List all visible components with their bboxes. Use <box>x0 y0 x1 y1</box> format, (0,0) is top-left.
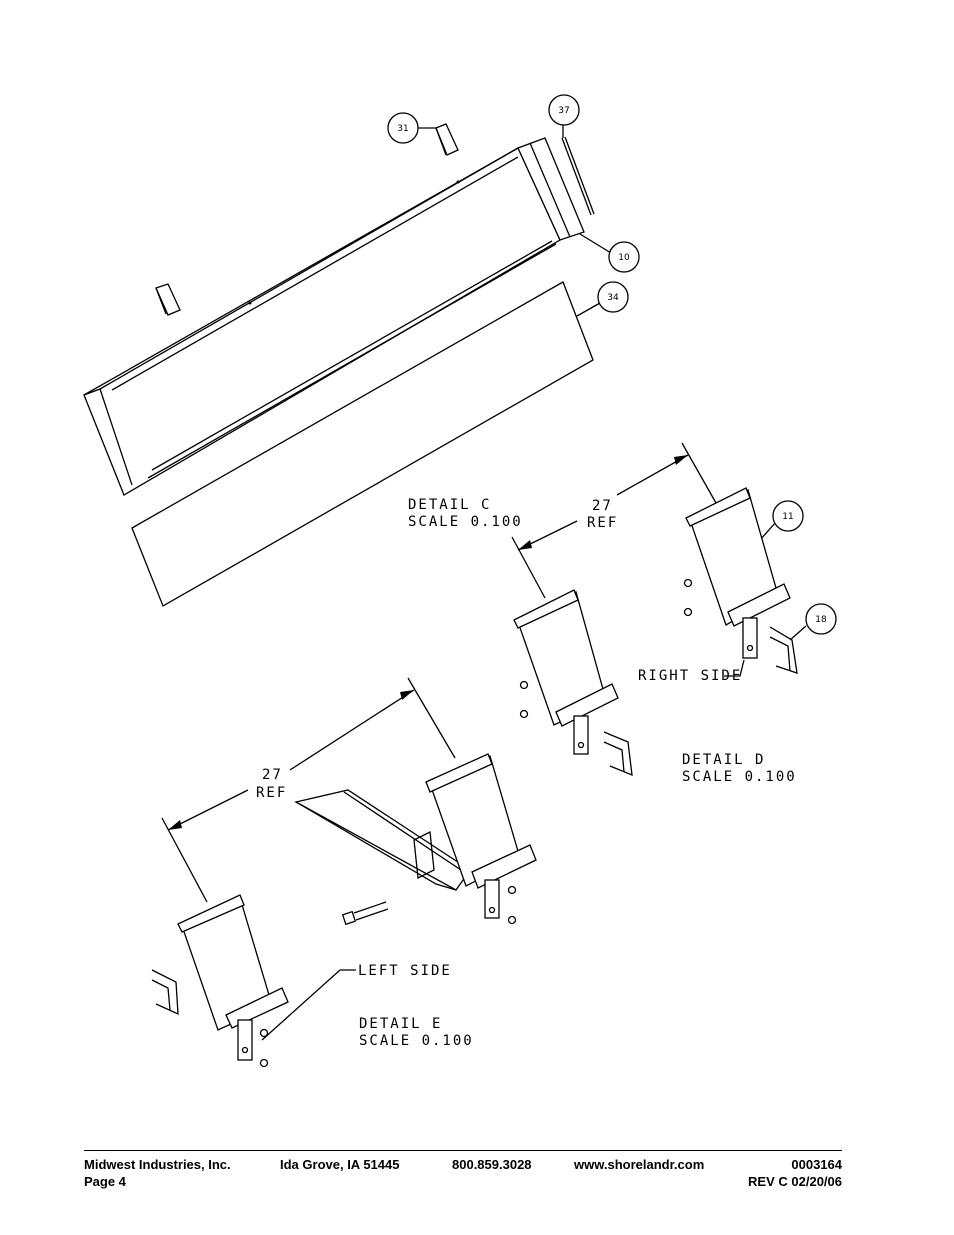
svg-text:SCALE 0.100: SCALE 0.100 <box>682 769 797 785</box>
svg-text:LEFT SIDE: LEFT SIDE <box>358 963 452 979</box>
page-footer: Midwest Industries, Inc. Ida Grove, IA 5… <box>84 1150 842 1193</box>
detail-c-label: DETAIL C SCALE 0.100 <box>408 497 523 530</box>
part-11-bracket <box>683 487 791 659</box>
detail-e-lower-bracket <box>151 894 289 1068</box>
right-side-label: RIGHT SIDE <box>638 659 745 684</box>
dimension-left: 27 REF <box>161 677 456 903</box>
detail-e-label: DETAIL E SCALE 0.100 <box>359 1016 474 1049</box>
balloon-31: 31 <box>387 112 436 144</box>
footer-location: Ida Grove, IA 51445 <box>280 1157 400 1172</box>
svg-text:11: 11 <box>782 512 793 522</box>
bunk-end-clip <box>155 283 181 316</box>
part-37-rod <box>561 136 595 216</box>
svg-text:DETAIL C: DETAIL C <box>408 497 491 513</box>
svg-text:31: 31 <box>397 124 408 134</box>
svg-text:34: 34 <box>607 293 619 303</box>
svg-text:DETAIL D: DETAIL D <box>682 752 765 768</box>
balloon-37: 37 <box>548 94 580 138</box>
detail-d-label: DETAIL D SCALE 0.100 <box>682 752 797 785</box>
svg-text:SCALE 0.100: SCALE 0.100 <box>359 1033 474 1049</box>
bolt <box>341 901 389 926</box>
svg-text:10: 10 <box>618 253 630 263</box>
svg-text:REF: REF <box>587 515 618 531</box>
detail-c-bracket <box>513 589 633 777</box>
part-34-carpet-panel <box>131 281 594 607</box>
balloon-34: 34 <box>576 281 629 317</box>
left-side-label: LEFT SIDE <box>261 963 452 1041</box>
footer-revision: REV C 02/20/06 <box>748 1174 842 1189</box>
detail-e-upper-bracket <box>425 753 537 925</box>
footer-company: Midwest Industries, Inc. <box>84 1157 231 1172</box>
svg-text:27: 27 <box>592 498 613 514</box>
svg-text:DETAIL E: DETAIL E <box>359 1016 442 1032</box>
part-31-clip <box>435 123 459 156</box>
balloon-18: 18 <box>789 603 837 641</box>
bunk-channel <box>83 137 585 496</box>
svg-text:18: 18 <box>815 615 827 625</box>
svg-text:27: 27 <box>262 767 283 783</box>
footer-phone: 800.859.3028 <box>452 1157 532 1172</box>
svg-text:37: 37 <box>558 106 569 116</box>
svg-text:REF: REF <box>256 785 287 801</box>
balloon-11: 11 <box>759 500 804 541</box>
dimension-right: 27 REF <box>511 442 717 599</box>
svg-text:RIGHT SIDE: RIGHT SIDE <box>638 668 742 684</box>
footer-page: Page 4 <box>84 1174 126 1189</box>
footer-doc-number: 0003164 <box>791 1157 842 1172</box>
part-18-u-bolt <box>769 626 798 674</box>
footer-website: www.shorelandr.com <box>574 1157 705 1172</box>
balloon-10: 10 <box>579 233 640 273</box>
svg-text:SCALE 0.100: SCALE 0.100 <box>408 514 523 530</box>
